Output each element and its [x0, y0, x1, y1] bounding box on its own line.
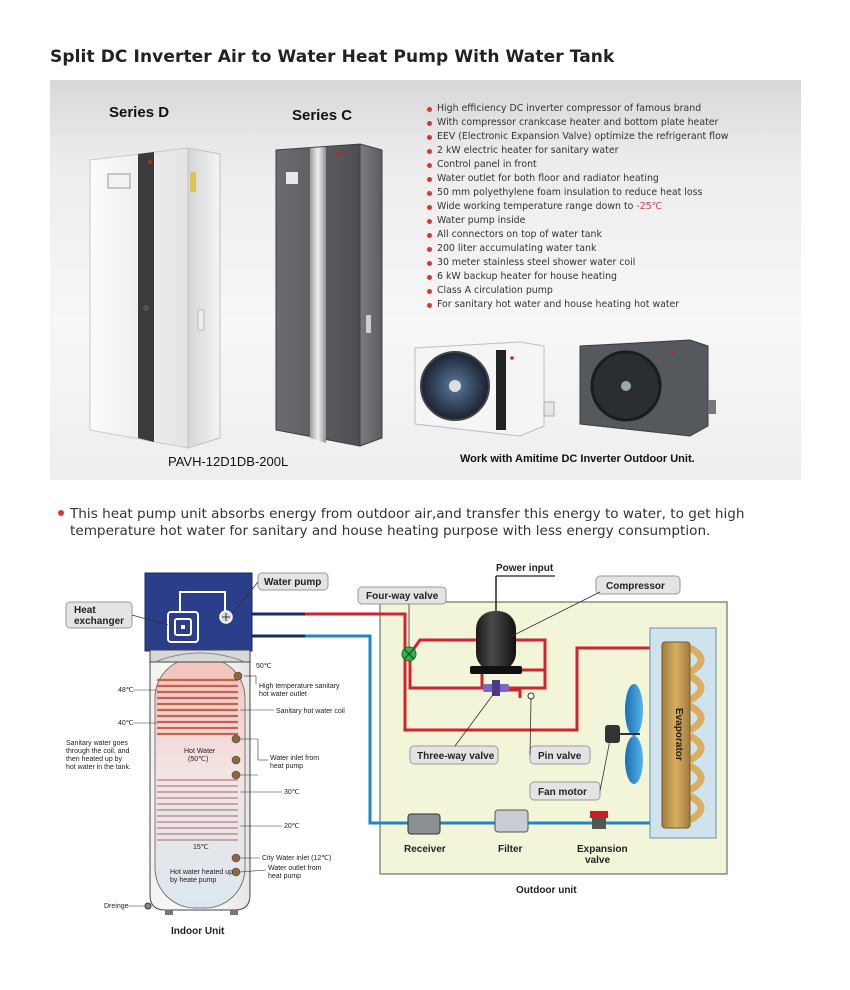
hot-water-heated-label-2: by heate pump	[170, 877, 216, 884]
product-banner: Series D Series C PAVH-12D1DB-200L Work …	[50, 80, 801, 480]
temp-48: 48℃	[118, 687, 134, 694]
four-way-valve-label: Four-way valve	[366, 591, 439, 602]
temp-50: 50℃	[256, 663, 272, 670]
drainage-label: Dreinge	[104, 903, 129, 910]
series-c-unit	[275, 143, 383, 447]
three-way-valve-icon	[483, 680, 509, 696]
temp-20: 20℃	[284, 823, 300, 830]
feature-item: All connectors on top of water tank	[427, 228, 728, 242]
feature-item: High efficiency DC inverter compressor o…	[427, 102, 728, 116]
temp-40: 40℃	[118, 720, 134, 727]
compressor-callout	[595, 575, 681, 595]
feature-item: With compressor crankcase heater and bot…	[427, 116, 728, 130]
compressor-label: Compressor	[606, 581, 665, 592]
water-inlet-label-1: Water inlet from	[270, 755, 319, 762]
water-pump-label: Water pump	[264, 577, 321, 588]
feature-item: EEV (Electronic Expansion Valve) optimiz…	[427, 130, 728, 144]
page-title: Split DC Inverter Air to Water Heat Pump…	[50, 47, 615, 67]
system-diagram: Water pump Heat exchanger Four-way valve…	[65, 563, 728, 937]
water-outlet-label-1: Water outlet from	[268, 865, 322, 872]
expansion-valve-label-1: Expansion	[577, 844, 628, 855]
expansion-valve-icon	[590, 811, 608, 829]
feature-item: 6 kW backup heater for house heating	[427, 270, 728, 284]
power-input-label: Power input	[496, 563, 554, 574]
indoor-unit-label: Indoor Unit	[171, 926, 225, 937]
evaporator-label: Evaporator	[673, 708, 684, 761]
feature-item: Control panel in front	[427, 158, 728, 172]
feature-item: Water pump inside	[427, 214, 728, 228]
description-line-1: This heat pump unit absorbs energy from …	[70, 506, 745, 522]
hot-water-heated-label-1: Hot water heated up	[170, 869, 233, 876]
heat-exchanger-label-2: exchanger	[74, 616, 124, 627]
feature-item: For sanitary hot water and house heating…	[427, 298, 728, 312]
feature-item: 200 liter accumulating water tank	[427, 242, 728, 256]
hot-water-label-2: (50℃)	[188, 756, 208, 763]
feature-text: Wide working temperature range down to	[437, 201, 637, 212]
four-way-valve-callout	[357, 586, 447, 605]
outdoor-unit-white	[414, 341, 555, 437]
fan-motor-icon	[605, 684, 643, 784]
temp-15: 15℃	[193, 844, 209, 851]
high-temp-outlet-label-1: High temperature sanitary	[259, 683, 340, 690]
feature-item: Water outlet for both floor and radiator…	[427, 172, 728, 186]
series-d-unit	[89, 147, 221, 449]
temp-30: 30℃	[284, 789, 300, 796]
sanitary-note-3: then heated up by	[66, 756, 123, 763]
feature-item: 30 meter stainless steel shower water co…	[427, 256, 728, 270]
model-label: PAVH-12D1DB-200L	[168, 454, 289, 469]
bullet-dot	[58, 510, 64, 516]
water-pipes	[252, 612, 408, 825]
city-water-label: City Water inlet (12℃)	[262, 855, 331, 862]
receiver-label: Receiver	[404, 844, 446, 855]
temperature-highlight: -25℃	[636, 201, 663, 212]
compressor-icon	[470, 575, 555, 674]
expansion-valve-label-2: valve	[585, 855, 610, 866]
evaporator	[649, 627, 717, 839]
fan-motor-label: Fan motor	[538, 787, 587, 798]
feature-item: Wide working temperature range down to -…	[427, 200, 728, 214]
water-inlet-label-2: heat pump	[270, 763, 303, 770]
filter-icon	[494, 809, 529, 833]
description: This heat pump unit absorbs energy from …	[58, 506, 818, 540]
product-illustration	[89, 143, 716, 449]
heat-exchanger-label-1: Heat	[74, 605, 96, 616]
sanitary-note-1: Sanitary water goes	[66, 740, 128, 747]
series-d-label: Series D	[109, 104, 170, 121]
water-outlet-label-2: heat pump	[268, 873, 301, 880]
high-temp-outlet-label-2: hot water outlet	[259, 691, 307, 698]
feature-item: Class A circulation pump	[427, 284, 728, 298]
outdoor-unit-note: Work with Amitime DC Inverter Outdoor Un…	[460, 453, 695, 465]
feature-list: High efficiency DC inverter compressor o…	[427, 102, 728, 312]
water-pump-callout	[257, 572, 329, 591]
pin-valve-icon	[527, 692, 535, 700]
outdoor-unit-label: Outdoor unit	[516, 885, 577, 896]
sanitary-note-2: through the coil, and	[66, 748, 130, 755]
three-way-valve-label: Three-way valve	[417, 751, 495, 762]
indoor-unit	[144, 572, 253, 915]
three-way-valve-callout	[409, 745, 499, 765]
receiver-icon	[407, 813, 441, 835]
filter-label: Filter	[498, 844, 523, 855]
sanitary-coil-label: Sanitary hot water coil	[276, 708, 345, 715]
feature-item: 2 kW electric heater for sanitary water	[427, 144, 728, 158]
sanitary-note-4: hot water in the tank.	[66, 764, 131, 771]
outdoor-unit-dark	[579, 339, 716, 437]
pin-valve-label: Pin valve	[538, 751, 582, 762]
description-line-2: temperature hot water for sanitary and h…	[70, 523, 711, 539]
feature-item: 50 mm polyethylene foam insulation to re…	[427, 186, 728, 200]
hot-water-label-1: Hot Water	[184, 748, 216, 755]
series-c-label: Series C	[292, 107, 353, 124]
